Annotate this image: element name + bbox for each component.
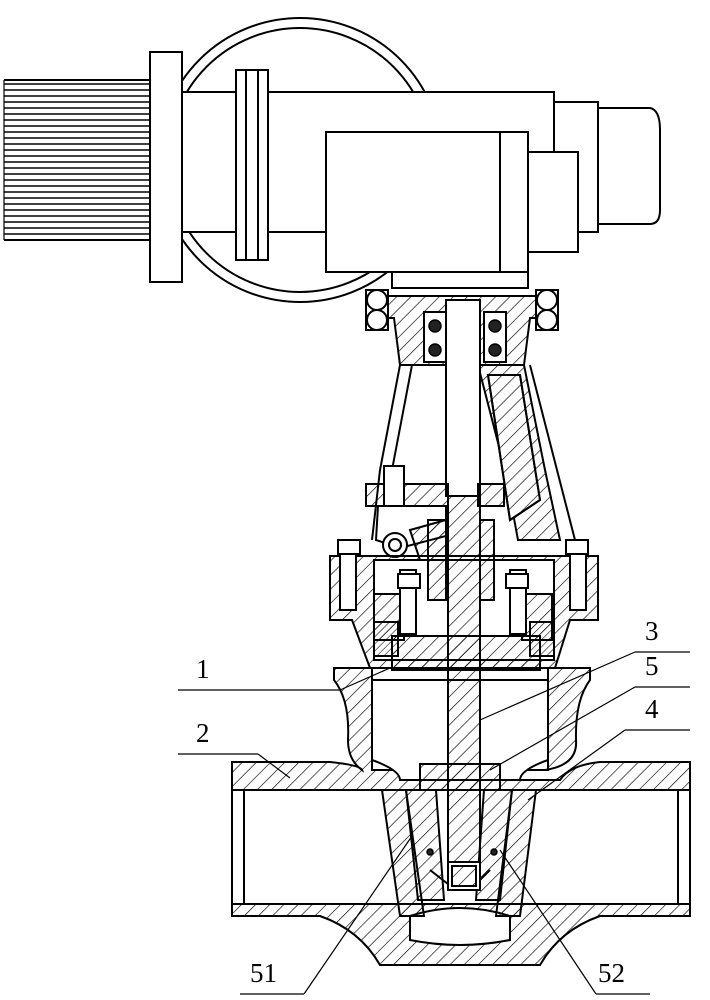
label-1: 1 — [196, 654, 210, 684]
side-box — [527, 151, 579, 253]
callouts: 1 2 3 5 4 51 52 — [178, 616, 690, 995]
actuator-coupling — [391, 271, 529, 289]
motor-flange — [149, 51, 183, 283]
yoke-left-leg — [371, 364, 401, 541]
seat-left — [380, 789, 426, 917]
motor-fins — [3, 79, 154, 241]
stem-nut — [445, 299, 481, 497]
label-51: 51 — [250, 958, 277, 988]
bearings — [423, 311, 507, 363]
label-2: 2 — [196, 718, 210, 748]
label-52: 52 — [598, 958, 625, 988]
valve-stem — [447, 495, 481, 891]
clamp-bar-left — [365, 483, 449, 507]
label-5: 5 — [645, 651, 659, 681]
yoke-body — [371, 364, 576, 541]
actuator — [3, 17, 661, 303]
label-4: 4 — [645, 694, 659, 724]
middle-flange — [235, 69, 269, 261]
gearbox-block — [325, 131, 529, 273]
label-3: 3 — [645, 616, 659, 646]
clamp-bar-right — [477, 483, 505, 507]
